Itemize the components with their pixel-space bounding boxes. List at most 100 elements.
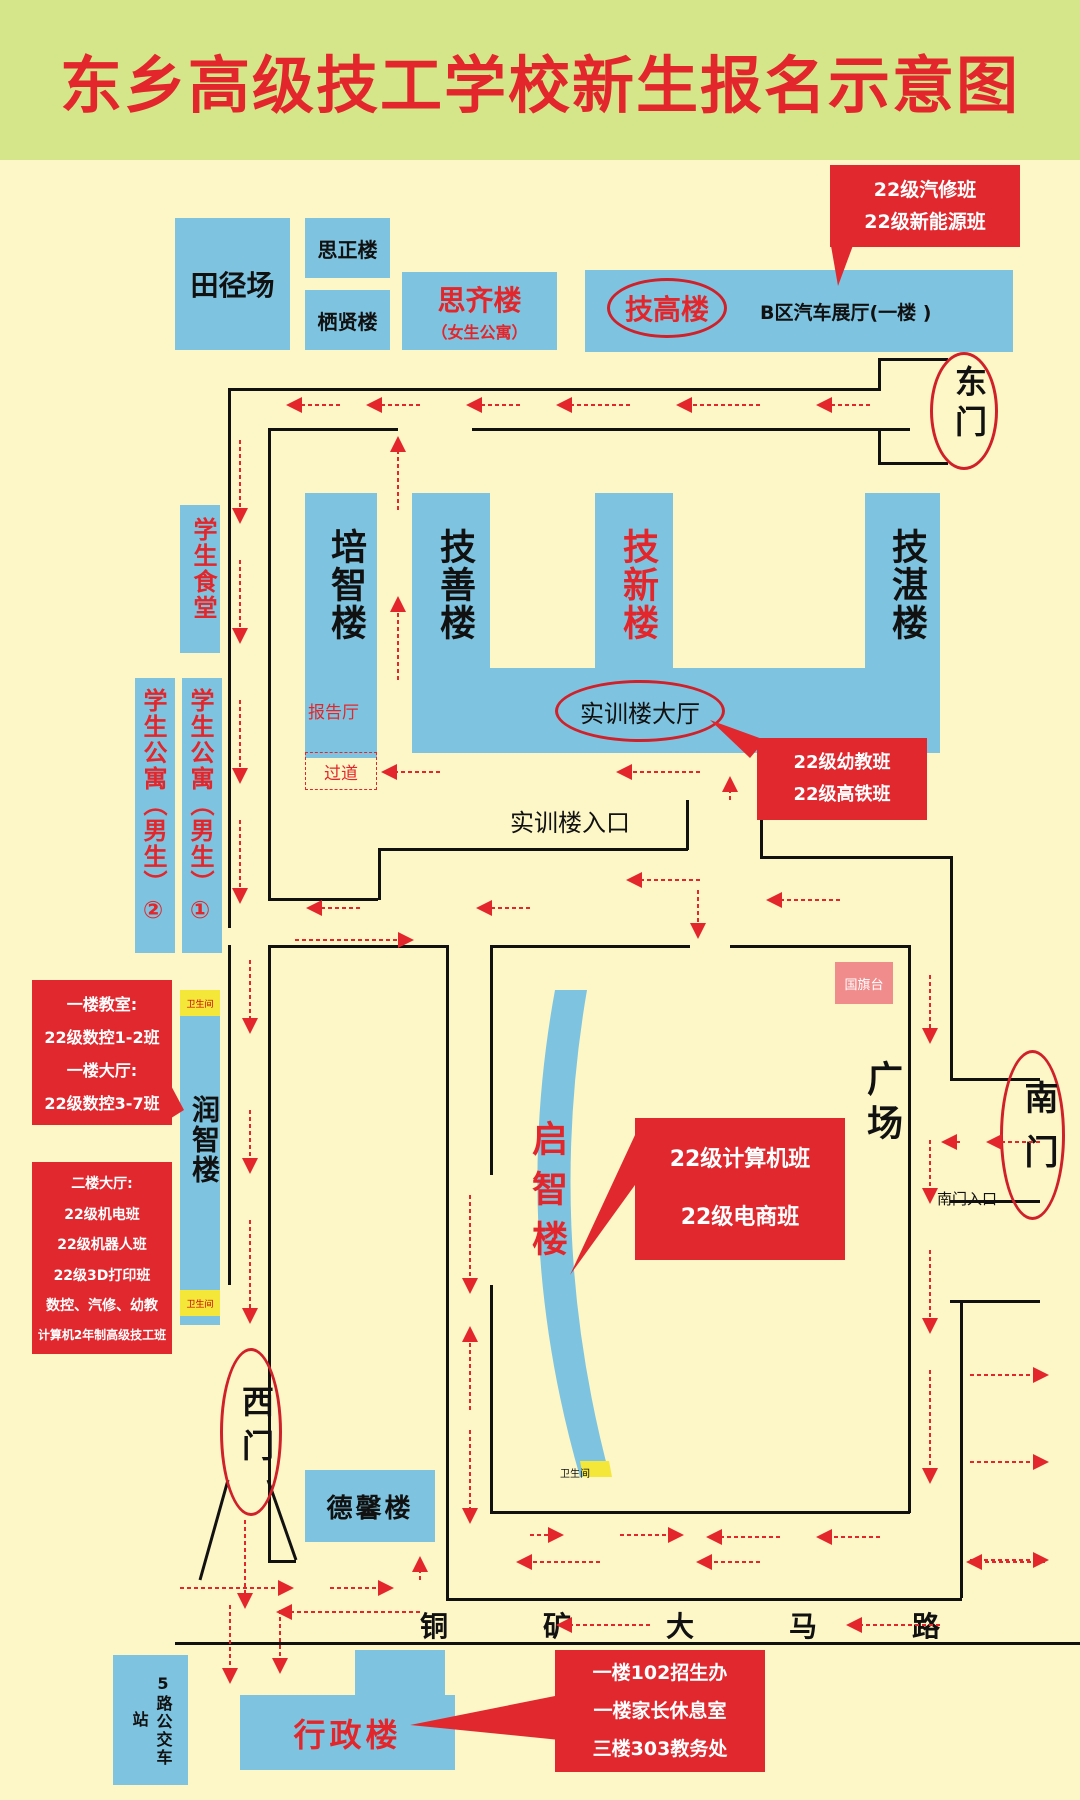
road-char: 马 [788, 1610, 817, 1643]
callout-pointer-training [710, 720, 765, 758]
runzhi-toilet-bottom: 卫生间 [180, 1290, 220, 1316]
callout-qizhi-line1: 22级计算机班 [669, 1147, 811, 1172]
wall [878, 358, 948, 361]
west-gate-label: 西门 [237, 1385, 275, 1473]
callout-qizhi-line2: 22级电商班 [680, 1205, 800, 1230]
dorm-boys-1[interactable]: 学生公寓（男生）① [182, 678, 222, 953]
wall [490, 945, 493, 1175]
wall [268, 428, 398, 431]
dexin-building[interactable]: 德馨楼 [305, 1470, 435, 1542]
west-gate-ring[interactable] [220, 1348, 282, 1516]
page-title: 东乡高级技工学校新生报名示意图 [59, 49, 1020, 122]
jixin-label: 技新楼 [617, 528, 658, 642]
jigao-building[interactable]: 技高楼 B区汽车展厅(一楼 ) [585, 270, 1013, 352]
east-gate-label: 东门 [950, 365, 988, 445]
runzhi-2-line3: 22级机器人班 [57, 1237, 147, 1254]
qizhi-toilet-label: 卫生间 [560, 1469, 590, 1480]
callout-training-line1: 22级幼教班 [793, 752, 891, 773]
peizhi-label: 培智楼 [325, 528, 366, 642]
callout-runzhi-2: 二楼大厅: 22级机电班 22级机器人班 22级3D打印班 数控、汽修、幼教 计… [32, 1162, 172, 1354]
runzhi-1-line3: 一楼大厅: [66, 1061, 138, 1081]
wall [446, 945, 449, 1598]
east-gate-ring[interactable] [930, 352, 998, 470]
callout-admin-line3: 三楼303教务处 [592, 1738, 728, 1760]
siqi-label: 思齐楼 [437, 284, 522, 317]
training-hall-label: 实训楼大厅 [580, 699, 700, 728]
dorm-boys-1-label: 学生公寓（男生）① [186, 688, 214, 926]
bus-stop-label: 5路公交车站 [129, 1673, 173, 1767]
wall [228, 945, 231, 1285]
road-char: 矿 [542, 1610, 571, 1643]
wall [960, 1300, 963, 1598]
wall [878, 428, 881, 463]
flag-platform: 国旗台 [835, 962, 893, 1004]
runzhi-2-line5: 数控、汽修、幼教 [46, 1298, 158, 1315]
wall [268, 898, 378, 901]
jizhan-building[interactable]: 技湛楼 [865, 493, 940, 683]
dorm-boys-2[interactable]: 学生公寓（男生）② [135, 678, 175, 953]
wall [490, 1511, 910, 1514]
runzhi-building[interactable]: 卫生间 润智楼 卫生间 [180, 990, 221, 1325]
wall [950, 1200, 1040, 1203]
runzhi-2-line6: 计算机2年制高级技工班 [37, 1327, 167, 1342]
wall [760, 800, 763, 858]
wall [950, 856, 953, 1078]
wall [472, 428, 910, 431]
wall [228, 388, 231, 928]
jishan-building[interactable]: 技善楼 [412, 493, 490, 683]
runzhi-1-line4: 22级数控3-7班 [44, 1094, 160, 1114]
callout-training-line2: 22级高铁班 [793, 784, 891, 805]
qixian-building[interactable]: 栖贤楼 [305, 290, 390, 350]
runzhi-label: 润智楼 [188, 1095, 221, 1185]
wall [686, 800, 689, 850]
canteen[interactable]: 学生食堂 [180, 505, 220, 653]
wall [378, 848, 688, 851]
track-field[interactable]: 田径场 [175, 218, 290, 350]
wall [950, 1078, 1040, 1081]
wall [175, 1642, 1080, 1645]
south-gate-label: 南门 [1018, 1080, 1058, 1188]
callout-jigao-line1: 22级汽修班 [873, 179, 977, 201]
runzhi-2-line2: 22级机电班 [64, 1206, 140, 1223]
south-entry-label: 南门入口 [937, 1190, 998, 1208]
callout-jigao: 22级汽修班 22级新能源班 [830, 165, 1020, 247]
sizheng-building[interactable]: 思正楼 [305, 218, 390, 278]
runzhi-1-line1: 一楼教室: [66, 994, 138, 1014]
wall [490, 1285, 493, 1513]
callout-qizhi: 22级计算机班 22级电商班 [635, 1118, 845, 1260]
admin-building[interactable]: 行政楼 [240, 1695, 455, 1770]
wall [878, 358, 881, 391]
runzhi-1-line2: 22级数控1-2班 [44, 1027, 160, 1047]
road-char: 大 [665, 1610, 694, 1643]
sizheng-label: 思正楼 [317, 237, 378, 262]
wall [730, 945, 910, 948]
qizhi-building[interactable] [505, 985, 625, 1485]
wall [268, 945, 448, 948]
siqi-building[interactable]: 思齐楼 （女生公寓） [402, 272, 557, 350]
road-char: 铜 [420, 1610, 449, 1643]
baogaoting-label: 报告厅 [308, 703, 359, 723]
callout-training-hall: 22级幼教班 22级高铁班 [757, 738, 927, 820]
training-hall-ring[interactable]: 实训楼大厅 [555, 680, 725, 742]
training-entry-label: 实训楼入口 [510, 809, 630, 837]
bus-stop[interactable]: 5路公交车站 [113, 1655, 188, 1785]
siqi-note: （女生公寓） [431, 323, 528, 342]
runzhi-2-line1: 二楼大厅: [71, 1176, 133, 1193]
peizhi-building[interactable]: 培智楼 报告厅 [305, 493, 377, 758]
admin-label: 行政楼 [293, 1715, 402, 1754]
wall [490, 945, 690, 948]
wall [878, 462, 948, 465]
callout-pointer-runzhi [168, 1080, 184, 1120]
dexin-label: 德馨楼 [326, 1493, 414, 1524]
jigao-label: 技高楼 [624, 293, 709, 326]
wall [268, 945, 271, 1560]
wall [378, 848, 381, 900]
road-label: 铜 矿 大 马 路 [420, 1605, 940, 1643]
wall [446, 1598, 962, 1601]
wall [268, 428, 271, 900]
wall [760, 856, 952, 859]
track-field-label: 田径场 [190, 269, 275, 302]
jixin-building[interactable]: 技新楼 [595, 493, 673, 683]
flag-label: 国旗台 [844, 977, 884, 993]
runzhi-toilet-top: 卫生间 [180, 990, 220, 1016]
